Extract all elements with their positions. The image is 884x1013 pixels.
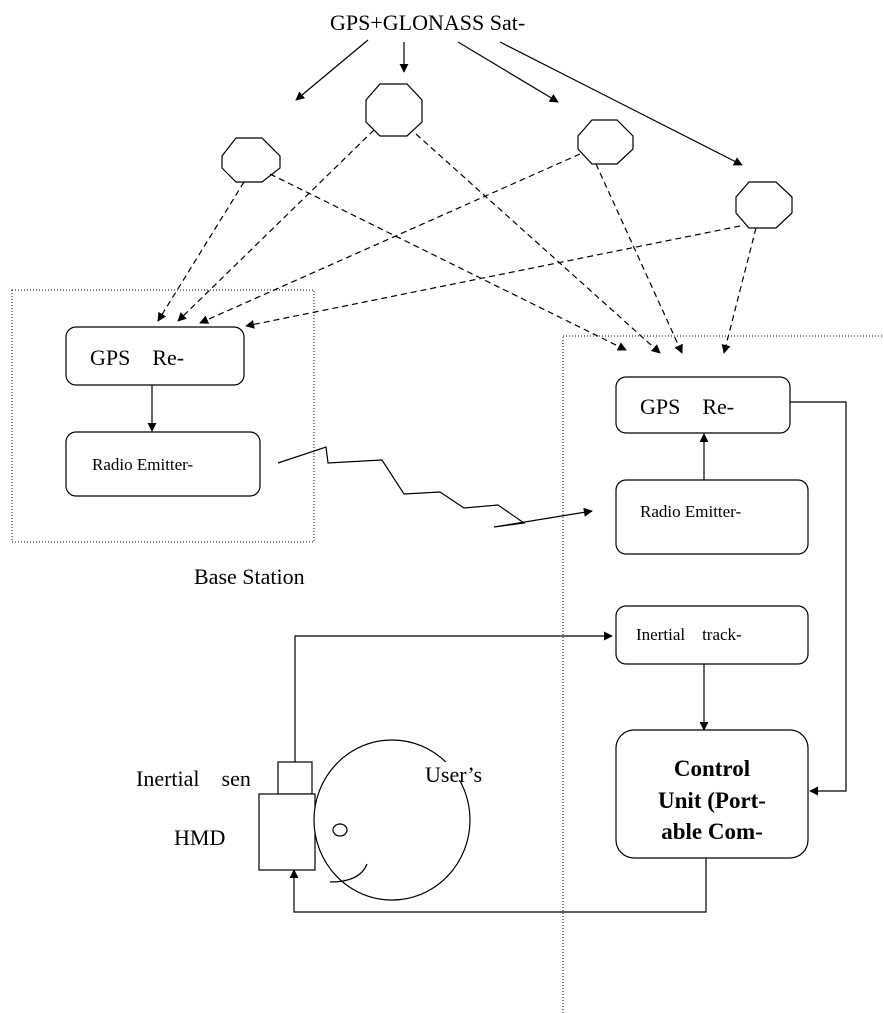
mobile-radio-emitter-box: [615, 479, 809, 555]
inertial-sensor-label: Inertial sen: [136, 766, 251, 791]
base-gps-receiver-box: [65, 326, 245, 386]
mobile-gps-receiver-label: GPS Re-: [640, 394, 734, 419]
mobile-gps-receiver-box: [615, 376, 791, 434]
inertial-tracker-box: [615, 605, 809, 665]
signal-s4-base: [245, 225, 741, 329]
user-label-mask: [404, 762, 496, 780]
gps-to-control-line: [790, 401, 847, 796]
control-to-hmd-line: [289, 858, 707, 913]
control-unit-line-1: Control: [674, 756, 750, 781]
users-head-label: User’s: [425, 762, 482, 787]
signal-s2-base: [177, 129, 375, 322]
control-unit-line-3: able Com-: [661, 819, 763, 844]
signal-s4-mobile: [721, 227, 757, 354]
control-unit-box: [615, 729, 809, 859]
sensor-to-tracker-line: [294, 631, 613, 762]
base-station-label: Base Station: [194, 564, 305, 589]
radio-link: [277, 446, 593, 528]
title-arrow-3: [457, 41, 559, 103]
title-arrow-1: [295, 39, 369, 101]
satellite-1: [221, 137, 281, 183]
signal-s2-mobile: [415, 133, 661, 354]
satellite-3: [577, 119, 634, 165]
user-mouth: [329, 863, 368, 883]
inertial-tracker-label: Inertial track-: [636, 625, 742, 644]
signal-s1-base: [157, 181, 245, 322]
control-unit-line-2: Unit (Port-: [658, 788, 766, 813]
inertial-sensor-box: [277, 761, 313, 795]
satellite-2: [365, 83, 423, 137]
satellites-title: GPS+GLONASS Sat-: [330, 10, 525, 35]
hmd-box: [258, 793, 316, 871]
satellite-4: [735, 181, 793, 229]
hmd-label: HMD: [174, 825, 225, 850]
mobile-radio-emitter-label: Radio Emitter-: [640, 502, 742, 521]
base-gps-receiver-label: GPS Re-: [90, 345, 184, 370]
base-radio-emitter-label: Radio Emitter-: [92, 455, 194, 474]
base-station-frame: [11, 289, 315, 543]
base-radio-emitter-box: [65, 431, 261, 497]
user-eye: [332, 823, 348, 837]
signal-s3-mobile: [595, 163, 683, 354]
title-arrow-4: [499, 41, 743, 166]
signal-s1-mobile: [269, 173, 627, 351]
